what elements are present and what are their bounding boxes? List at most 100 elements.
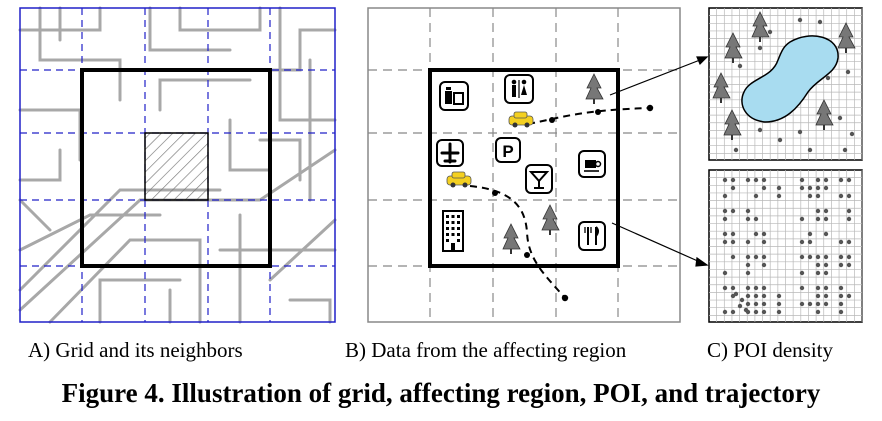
poi-dot (730, 285, 736, 291)
poi-dot (776, 309, 782, 315)
poi-dot (753, 293, 759, 299)
poi-dot (730, 177, 736, 183)
poi-dot (838, 239, 844, 245)
poi-dot (776, 293, 782, 299)
target-grid-cell (144, 132, 209, 201)
poi-dot (753, 231, 759, 237)
poi-dot (838, 177, 844, 183)
panel-b-frame (367, 7, 681, 323)
tree-icon (724, 32, 743, 63)
poi-dot (838, 301, 844, 307)
poi-dot (846, 208, 852, 214)
panel-a-label: A) Grid and its neighbors (28, 338, 243, 362)
poi-dot (722, 177, 728, 183)
poi-dot (757, 45, 763, 51)
poi-dot (838, 285, 844, 291)
poi-dot (815, 208, 821, 214)
poi-dot (733, 147, 739, 153)
poi-dot (823, 301, 829, 307)
cafe-icon (578, 150, 606, 178)
restroom-icon (504, 74, 534, 104)
shop-icon (439, 81, 469, 111)
trajectory-1 (527, 104, 654, 125)
poi-dot (745, 262, 751, 268)
poi-dot (815, 185, 821, 191)
figure-caption: Figure 4. Illustration of grid, affectin… (61, 378, 821, 408)
poi-dot (799, 216, 805, 222)
poi-dot (730, 231, 736, 237)
tree-icon (541, 204, 560, 235)
poi-dot (745, 208, 751, 214)
tree-icon (712, 72, 731, 103)
taxi-icon (446, 171, 472, 188)
tree-icon (502, 223, 521, 254)
poi-dot (838, 309, 844, 315)
poi-dot (823, 293, 829, 299)
poi-dot (722, 193, 728, 199)
poi-dot (846, 254, 852, 260)
poi-dot (807, 254, 813, 260)
poi-dot (761, 262, 767, 268)
poi-dot (823, 262, 829, 268)
density-map-top (708, 7, 863, 161)
poi-dot (776, 301, 782, 307)
poi-dot (846, 216, 852, 222)
panel-b-label: B) Data from the affecting region (345, 338, 627, 362)
poi-dot (807, 193, 813, 199)
poi-dot (722, 231, 728, 237)
tree-icon (585, 73, 604, 104)
poi-dot (761, 285, 767, 291)
poi-dot (743, 307, 749, 313)
poi-dot (799, 285, 805, 291)
tree-icon (837, 22, 856, 53)
poi-dot (838, 193, 844, 199)
panel-b-affecting-region: P (367, 7, 681, 323)
poi-dot (797, 17, 803, 23)
poi-dot (761, 309, 767, 315)
poi-dot (745, 301, 751, 307)
poi-dot (823, 270, 829, 276)
restaurant-icon (578, 221, 606, 251)
poi-dot (815, 301, 821, 307)
poi-dot (838, 293, 844, 299)
poi-dot (799, 239, 805, 245)
poi-dot (807, 147, 813, 153)
poi-dot (823, 177, 829, 183)
poi-dot (745, 177, 751, 183)
poi-dot (722, 309, 728, 315)
poi-dot (739, 297, 745, 303)
poi-dot (823, 285, 829, 291)
poi-dot (761, 301, 767, 307)
poi-dot (807, 301, 813, 307)
connector-arrows (609, 56, 709, 267)
poi-dot (776, 185, 782, 191)
poi-dot (753, 193, 759, 199)
poi-dot (737, 303, 743, 309)
poi-dot (825, 75, 831, 81)
poi-dot (753, 301, 759, 307)
panel-a-frame (19, 7, 336, 323)
poi-dot (730, 309, 736, 315)
poi-dot (846, 293, 852, 299)
poi-dot (823, 216, 829, 222)
poi-dot (761, 254, 767, 260)
poi-dot (842, 147, 848, 153)
poi-dot (823, 231, 829, 237)
poi-dot (817, 19, 823, 25)
poi-dot (730, 254, 736, 260)
parking-icon: P (495, 137, 521, 163)
panel-c-poi-density (708, 7, 863, 323)
poi-dot (761, 239, 767, 245)
panel-a-grid (18, 6, 337, 324)
tree-icon (751, 11, 770, 42)
poi-dot (815, 254, 821, 260)
poi-dot (807, 185, 813, 191)
poi-dot (799, 270, 805, 276)
poi-dot (730, 208, 736, 214)
poi-dot (815, 293, 821, 299)
poi-dot (776, 193, 782, 199)
poi-dot (846, 262, 852, 268)
poi-dot (767, 29, 773, 35)
panel-c-label: C) POI density (707, 338, 833, 362)
